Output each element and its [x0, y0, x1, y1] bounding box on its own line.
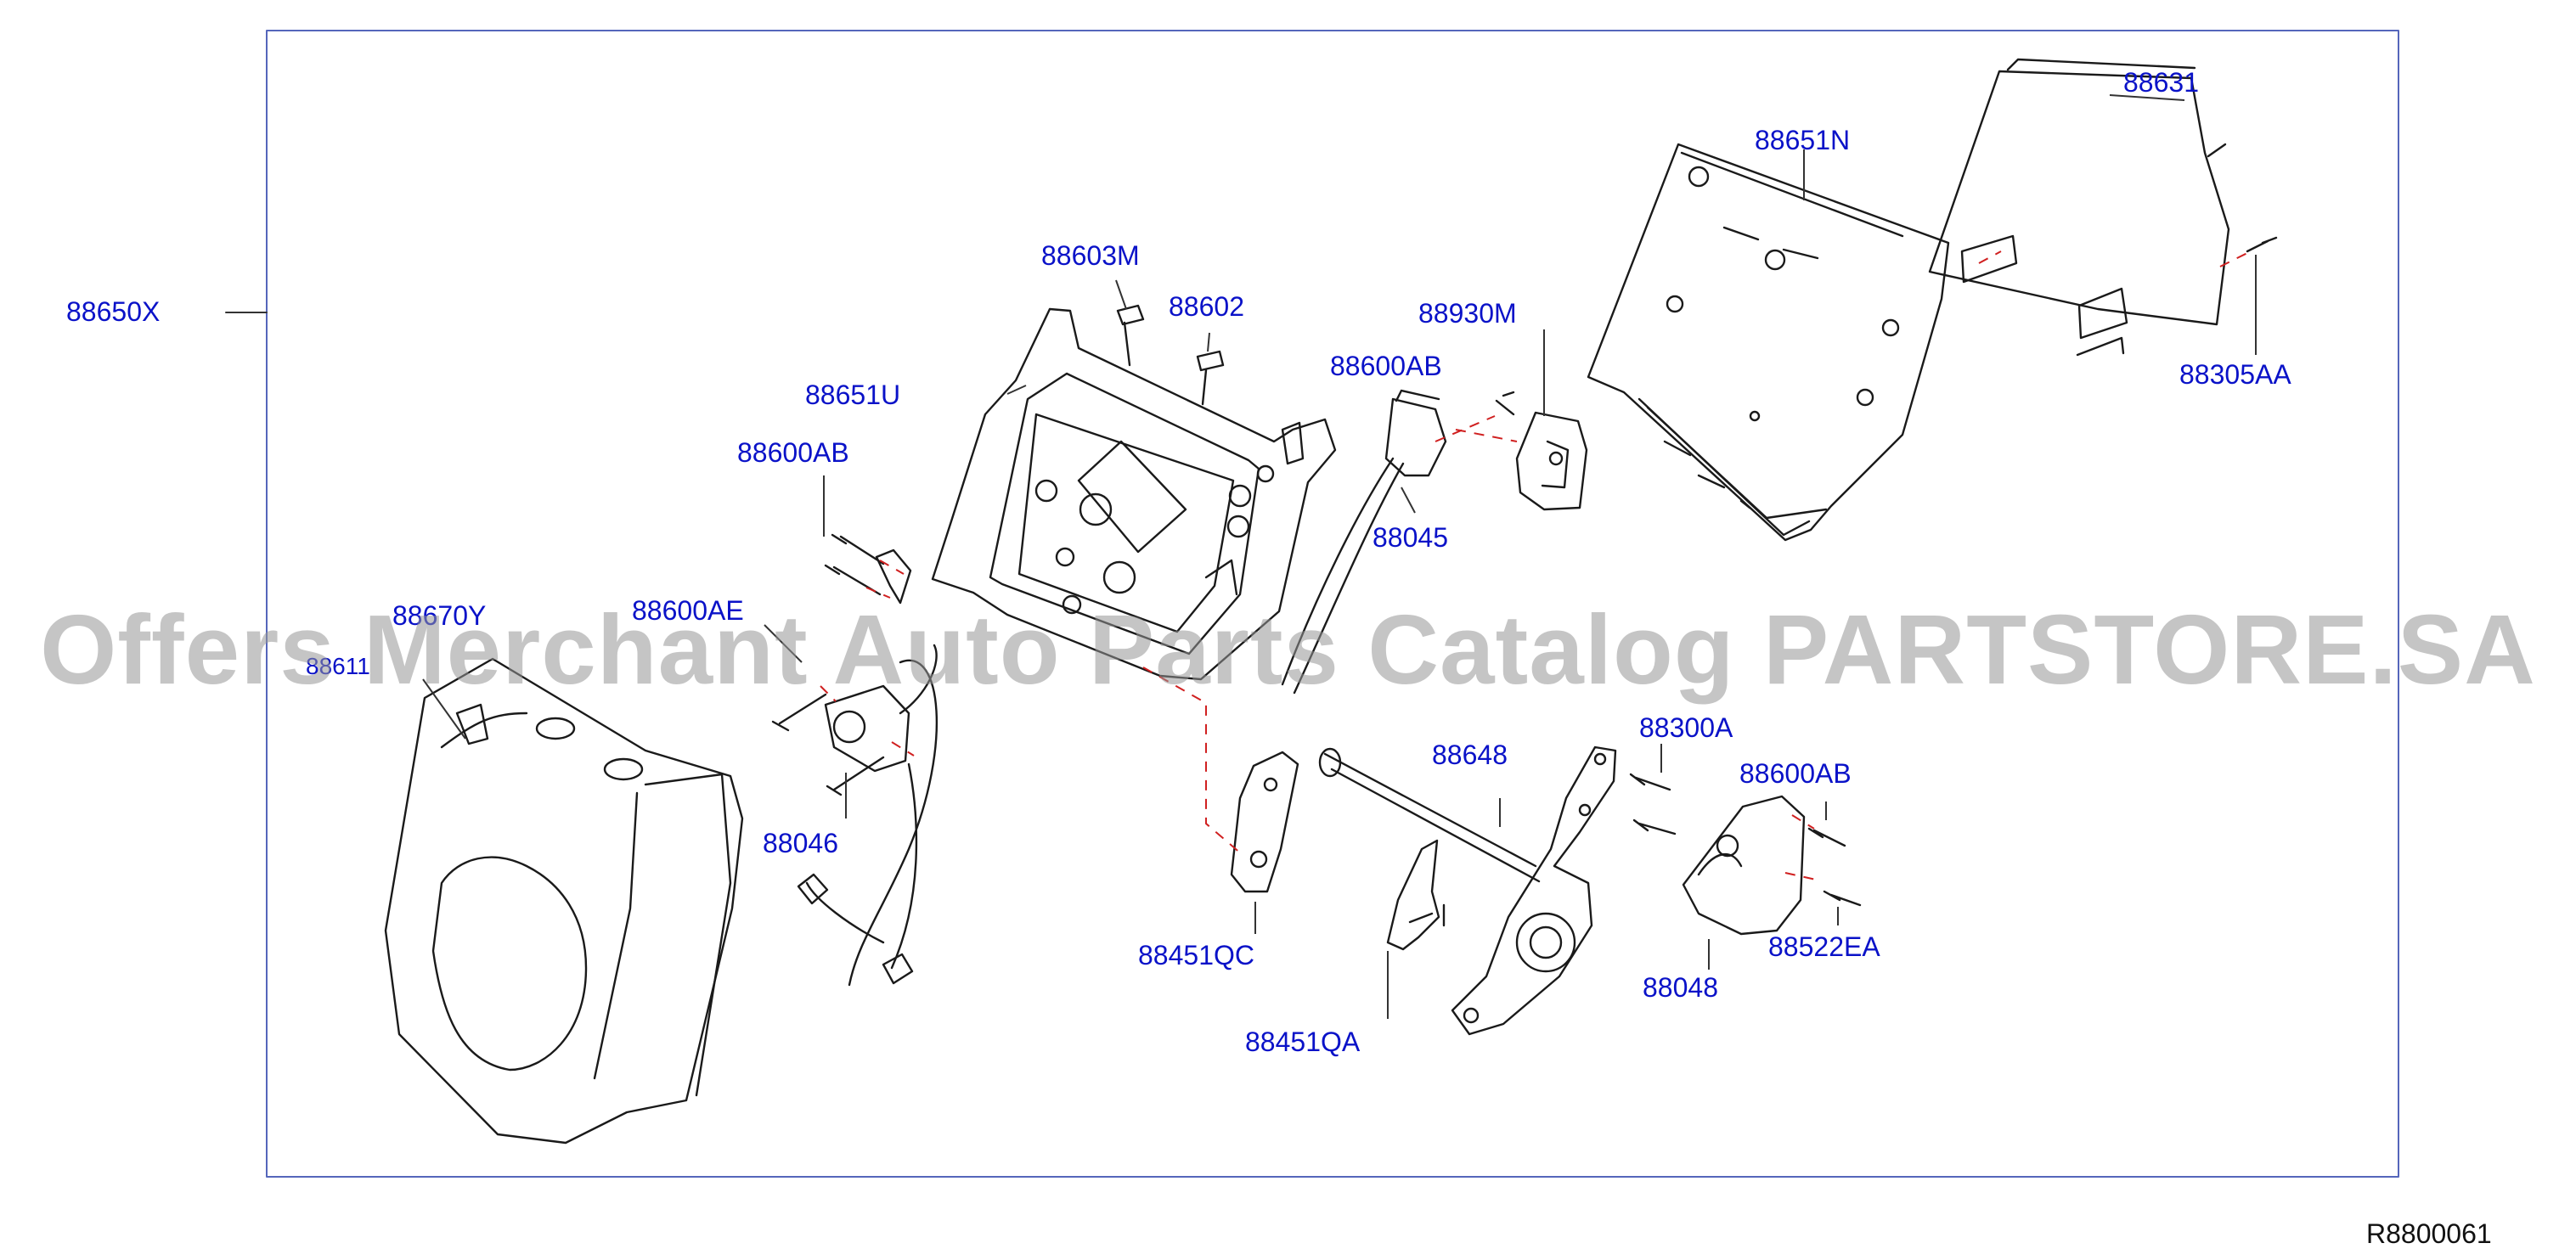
assembly-label[interactable]: 88650X: [66, 296, 161, 327]
reference-code: R8800061: [2366, 1218, 2492, 1249]
part-recliner-mechanism: [1451, 745, 1617, 1036]
part-label-88600AB-top[interactable]: 88600AB: [1330, 351, 1442, 381]
part-label-88670Y[interactable]: 88670Y: [392, 600, 487, 631]
part-label-88048[interactable]: 88048: [1643, 972, 1718, 1003]
part-label-88611[interactable]: 88611: [306, 653, 370, 679]
part-label-88651N[interactable]: 88651N: [1755, 125, 1851, 155]
part-88651N-board: [1587, 143, 1950, 542]
part-88451QA-lever: [1386, 839, 1446, 951]
part-label-88651U[interactable]: 88651U: [805, 380, 901, 410]
part-label-88600AB-right[interactable]: 88600AB: [1739, 758, 1852, 789]
part-88930M-cover: [1515, 411, 1588, 511]
part-label-88045[interactable]: 88045: [1373, 522, 1448, 553]
bolts: [771, 236, 2278, 907]
part-label-88602[interactable]: 88602: [1169, 291, 1244, 322]
part-88451QC-lever: [1230, 751, 1299, 893]
part-label-88451QA[interactable]: 88451QA: [1245, 1027, 1361, 1057]
part-88046-motor: [797, 644, 939, 987]
part-88651U-frame: [931, 307, 1337, 681]
part-label-88300A[interactable]: 88300A: [1639, 712, 1733, 743]
leader-lines: [422, 94, 2257, 1019]
part-label-88522EA[interactable]: 88522EA: [1768, 931, 1880, 962]
part-88631-panel: [1928, 58, 2230, 357]
part-label-88930M[interactable]: 88930M: [1418, 298, 1517, 329]
part-88048-cover: [1682, 795, 1806, 936]
part-88045-cable: [1281, 389, 1447, 695]
part-label-88648[interactable]: 88648: [1432, 740, 1508, 770]
part-label-88631[interactable]: 88631: [2123, 67, 2199, 98]
part-88670Y-cushion: [384, 657, 744, 1145]
part-label-88600AB-left[interactable]: 88600AB: [737, 437, 849, 468]
part-label-88046[interactable]: 88046: [763, 828, 838, 858]
dashed-guides: [820, 250, 2252, 880]
diagram-frame: [266, 30, 2399, 1178]
part-88603M-clip: [1116, 304, 1145, 367]
part-label-88603M[interactable]: 88603M: [1041, 240, 1140, 271]
part-label-88305AA[interactable]: 88305AA: [2179, 359, 2291, 390]
part-label-88451QC[interactable]: 88451QC: [1138, 940, 1254, 970]
part-label-88600AE[interactable]: 88600AE: [632, 595, 744, 626]
part-bracket-left: [875, 548, 912, 605]
part-88602-clip: [1196, 350, 1225, 406]
watermark: Offers Merchant Auto Parts Catalog PARTS…: [40, 594, 2536, 705]
part-88648-shaft: [1318, 747, 1541, 883]
